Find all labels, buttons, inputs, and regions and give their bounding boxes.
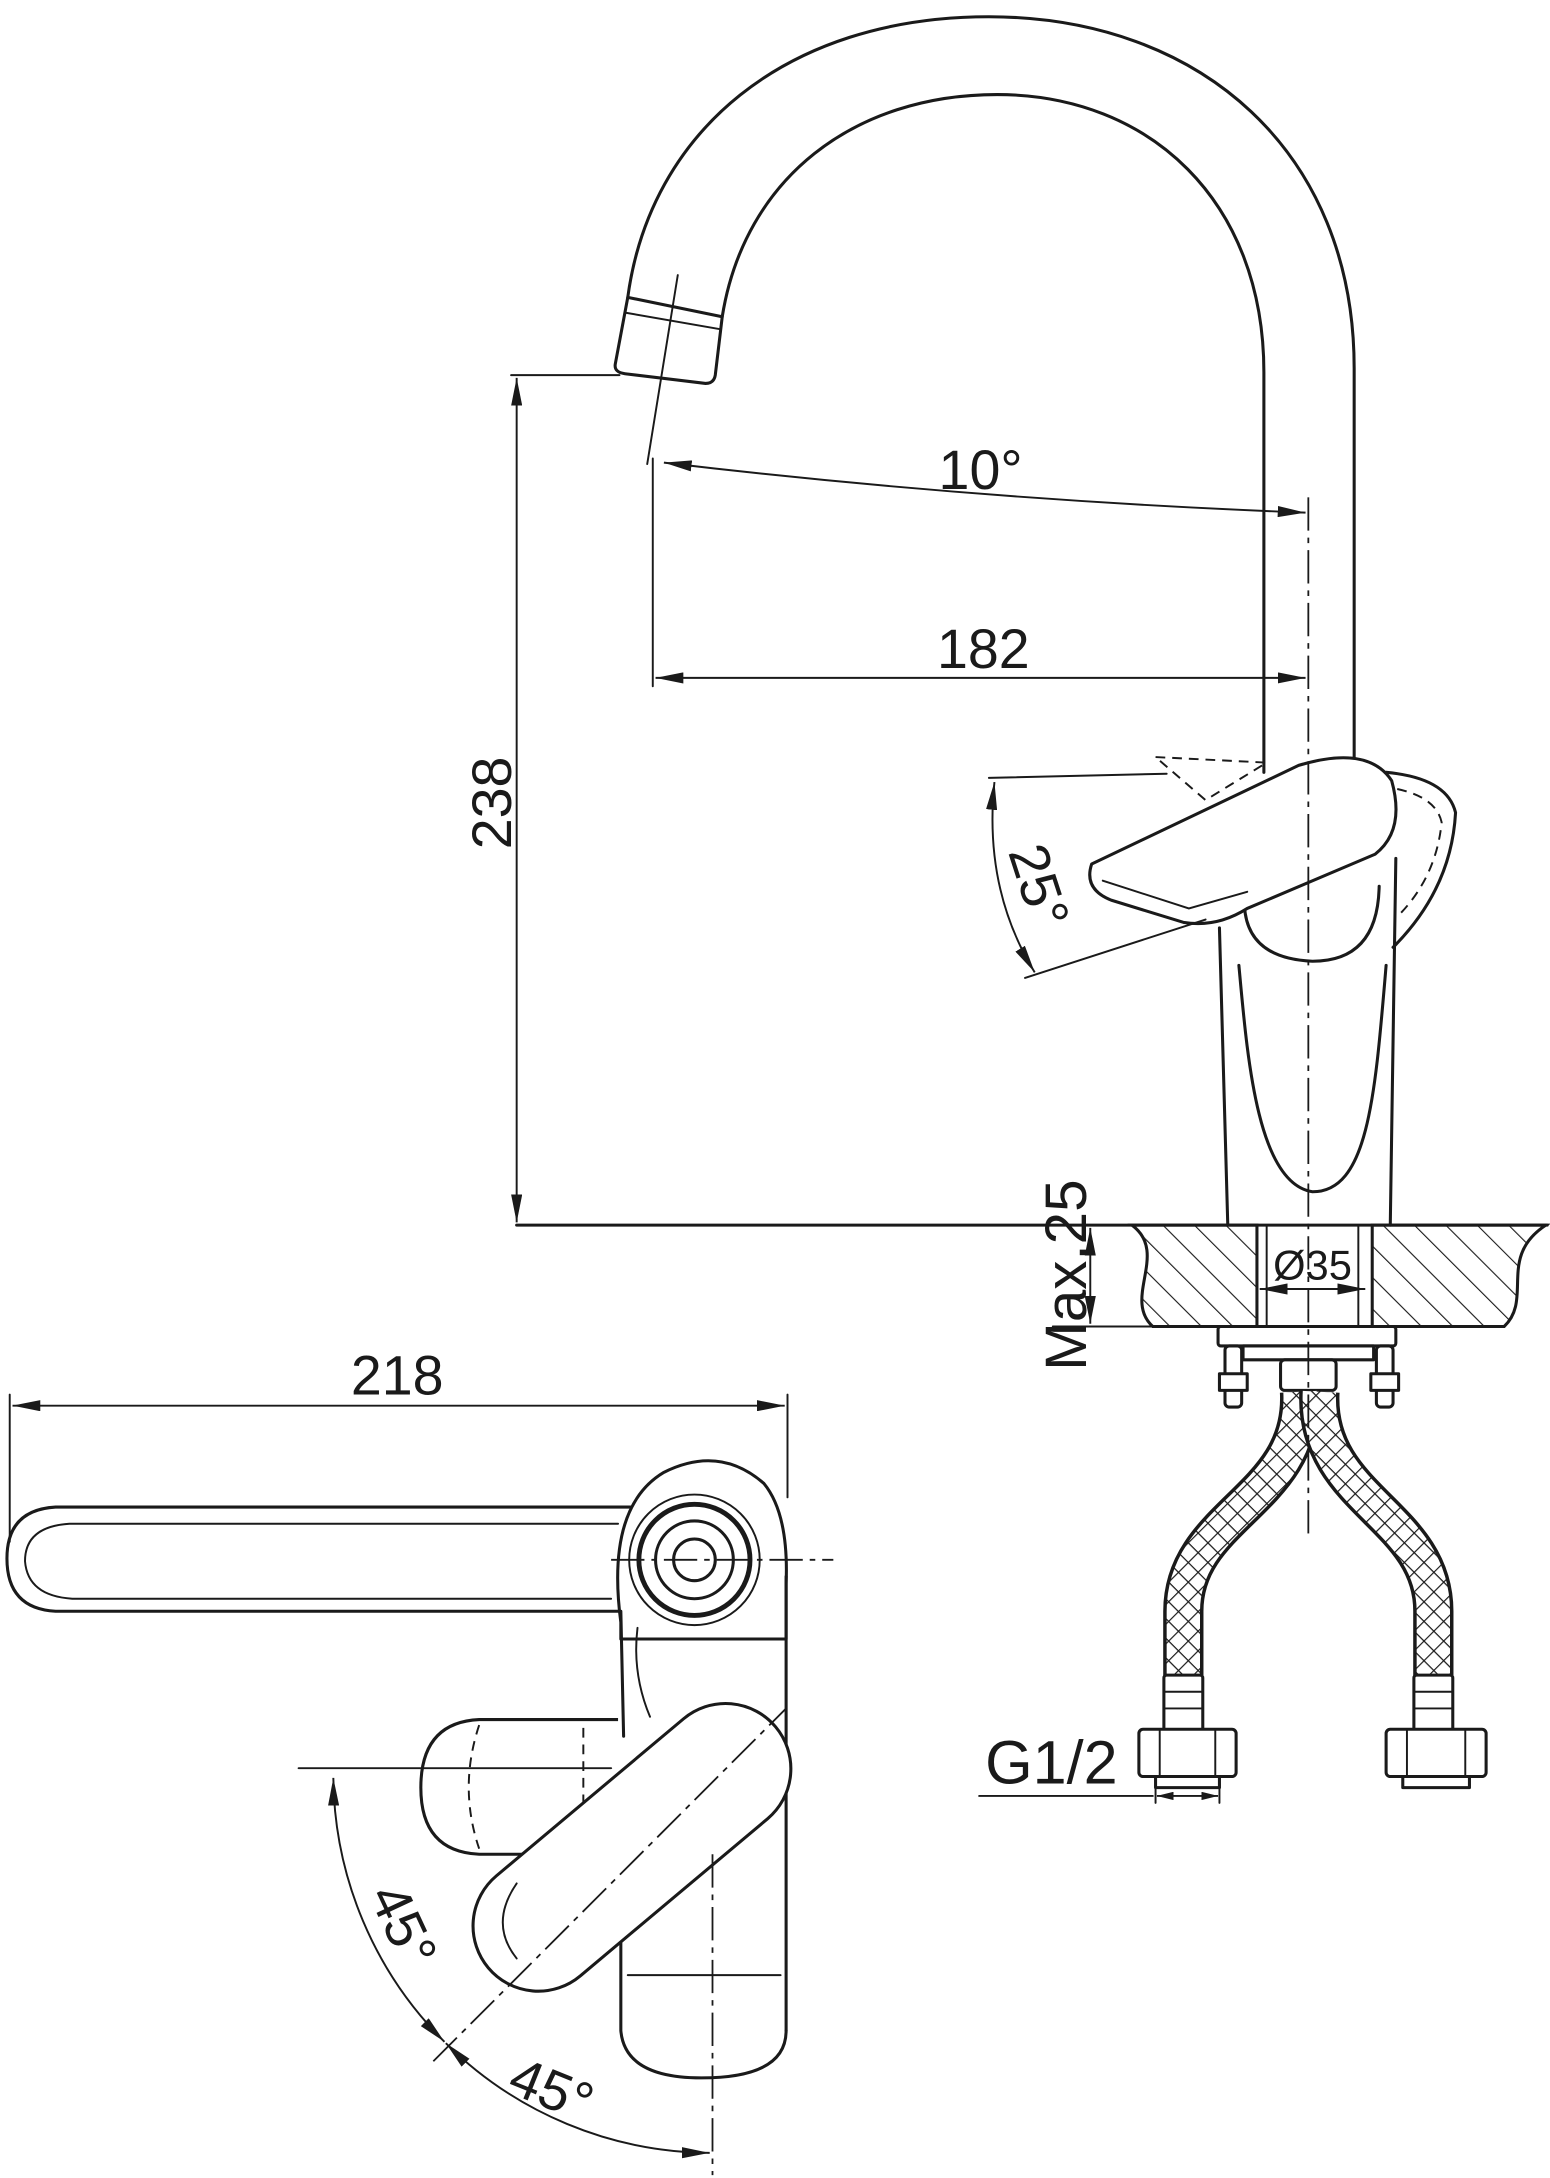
body-rear-hidden-line [1396,788,1443,918]
body-plan-lower-block [619,1936,788,2080]
stud-nut-right [1369,1372,1401,1392]
cartridge-cover [1242,884,1381,963]
hose-left-braid [1166,1390,1317,1684]
spout-plan-outline [5,1505,655,1613]
aerator-ring-line [624,311,722,331]
lever-lower-facet [1101,879,1249,910]
thread-size-label: G1/2 [985,1728,1117,1796]
lever-rotation-left-label: 45° [357,1874,449,1976]
spout-angle-label: 10° [939,439,1023,501]
mounting-plate [1216,1324,1398,1348]
side-view: 238 10° 182 25° Max.25 [461,15,1550,1804]
lever-rotation-axis [432,1707,787,2062]
countertop-section-left [1127,1223,1259,1329]
lever-angle-extension-line [987,772,1168,779]
body-right-contour [1388,856,1398,1227]
lever-rotation-arc-right [445,2042,710,2159]
height-dimension-label: 238 [461,757,523,850]
hose-left-thread [1154,1774,1221,1790]
thickness-dimension-label: Max.25 [1034,1179,1099,1370]
spout-outer-contour [626,15,1356,762]
body-front-recess [1237,963,1388,1194]
nozzle-axis [646,274,679,465]
lever-angle-slope-line [1024,918,1207,979]
hose-right-sleeve [1412,1673,1455,1733]
lever-rotation-arc-left [328,1777,446,2043]
hose-right-braid [1302,1390,1450,1684]
stud-nut-left [1217,1372,1249,1392]
thread-extension-lines [1154,1785,1221,1804]
countertop-section-right [1370,1223,1550,1329]
spout-plan-inner-contour [24,1522,620,1600]
body-rear-contour [1384,770,1458,949]
body-left-contour [1217,926,1230,1227]
hose-left-hex-nut [1137,1727,1238,1779]
hole-diameter-label: Ø35 [1273,1241,1352,1288]
top-view: 218 45° 45° [5,1345,834,2176]
lever-handle-side [1088,756,1398,926]
body-plan-inner-line [635,1626,651,1718]
spout-inner-contour [720,93,1266,774]
reach-dimension-label: 182 [937,618,1030,680]
aerator-nozzle [613,295,724,385]
hose-left-sleeve [1162,1673,1205,1733]
hose-right-thread [1401,1774,1471,1790]
lever-plan-inner-curve [501,1882,518,1960]
hex-nut-facets [1158,1728,1467,1778]
lever-angle-arc [986,781,1036,973]
lever-rotation-right-label: 45° [501,2045,602,2134]
hose-sleeve-rings [1162,1690,1454,1710]
lever-handle-plan [471,1701,793,1993]
spout-angle-arc [663,460,1306,518]
hose-right-hex-nut [1384,1727,1488,1779]
lever-raised-position [1152,755,1270,802]
mounting-shank [1265,1224,1360,1328]
length-dimension-label: 218 [351,1345,444,1407]
body-plan-sides [619,1574,788,2033]
